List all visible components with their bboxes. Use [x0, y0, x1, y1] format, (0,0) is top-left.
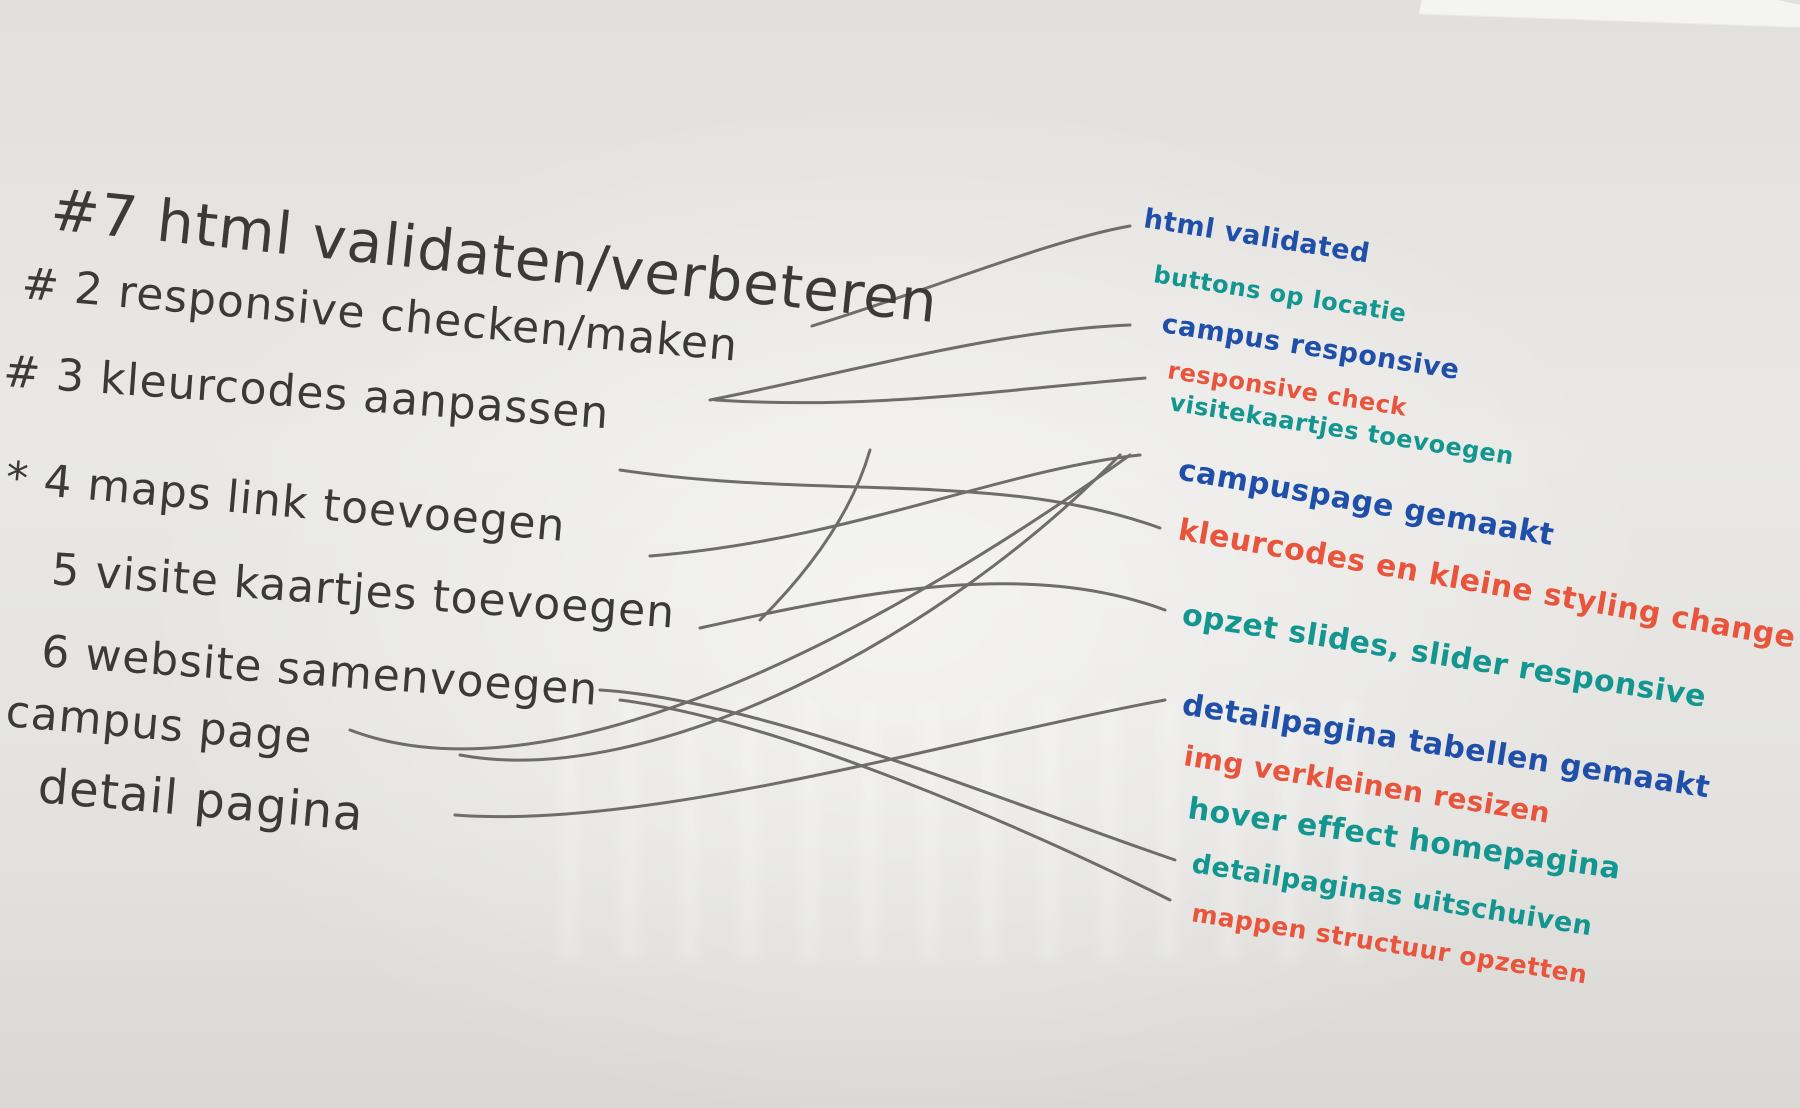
- connector-line: [618, 468, 1162, 530]
- connector-line: [618, 698, 1172, 902]
- connector-line: [598, 688, 1177, 862]
- connector-line: [698, 582, 1167, 630]
- connector-line: [713, 376, 1147, 405]
- connector-line: [708, 323, 1132, 402]
- connector-line: [810, 224, 1132, 328]
- light-reflection: [560, 700, 1380, 960]
- connector-line: [758, 448, 872, 622]
- connector-line: [453, 698, 1167, 819]
- connector-line: [458, 453, 1122, 762]
- connector-line: [348, 453, 1132, 751]
- connector-line: [648, 453, 1142, 558]
